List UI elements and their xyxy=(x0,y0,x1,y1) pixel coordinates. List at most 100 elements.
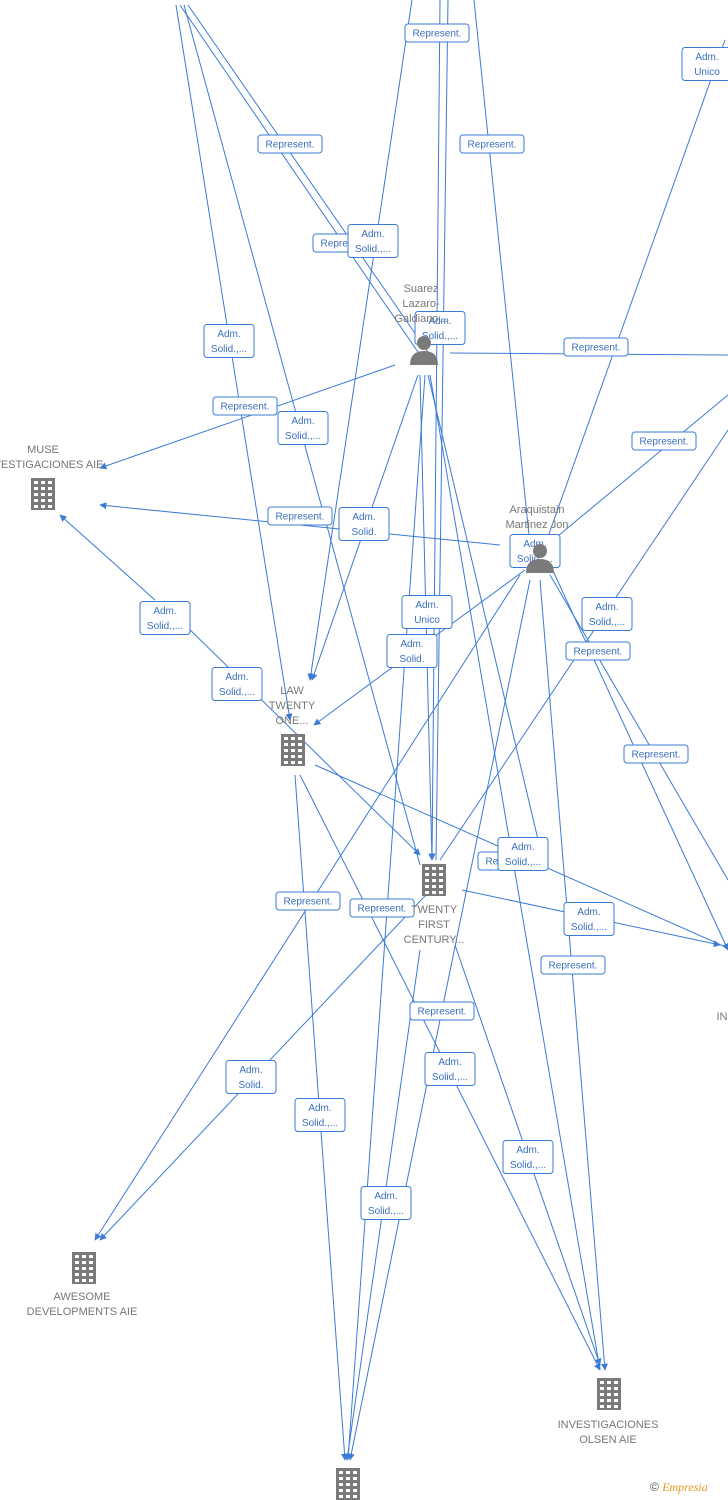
edge-label[interactable]: Represent. xyxy=(267,506,333,526)
edge-label-text: Adm. xyxy=(374,1191,397,1202)
edge-label[interactable]: Adm.Solid.,... xyxy=(203,324,255,358)
edge-label[interactable]: Adm.Solid.,... xyxy=(347,224,399,258)
edge-line xyxy=(429,374,601,1371)
node-name: LAW xyxy=(280,685,304,697)
edge-label-box xyxy=(623,744,689,764)
building-icon xyxy=(281,734,305,766)
edge-label[interactable]: Adm.Solid. xyxy=(225,1060,277,1094)
building-icon xyxy=(31,478,55,510)
edge-label-text: Solid. xyxy=(351,527,376,538)
node-name: ONE... xyxy=(275,715,308,727)
edge-label-text: Adm. xyxy=(511,842,534,853)
edge-label-text: Solid.,... xyxy=(510,1160,546,1171)
nodes: MUSEINVESTIGACIONES AIE LAW TWENTY ONE... TW… xyxy=(0,283,728,1500)
edge-line xyxy=(473,0,531,546)
edge-label[interactable]: Represent. xyxy=(257,134,323,154)
edge-label-box xyxy=(631,431,697,451)
edge-label-box xyxy=(360,1186,412,1220)
node-muse[interactable]: MUSEINVESTIGACIONES AIE xyxy=(0,444,104,510)
edge-label-text: Represent. xyxy=(574,647,623,658)
edge-label[interactable]: Represent. xyxy=(565,641,631,661)
node-name: INVESTIGACIONES AIE xyxy=(0,459,104,471)
edge-label-box xyxy=(540,955,606,975)
node-name: OLSEN AIE xyxy=(579,1434,636,1446)
edge-label-box xyxy=(401,595,453,629)
edge-label[interactable]: Adm.Solid. xyxy=(386,634,438,668)
edge-label-text: Represent. xyxy=(549,961,598,972)
edge-label[interactable]: Represent. xyxy=(275,891,341,911)
edge-label-text: Solid. xyxy=(238,1080,263,1091)
edge-label[interactable]: Adm. Solid.,... xyxy=(497,837,549,871)
edge-label[interactable]: Represent. xyxy=(349,898,415,918)
edge-label[interactable]: Adm.Solid.,... xyxy=(277,411,329,445)
copyright-symbol: © xyxy=(650,1480,659,1494)
edge-label-text: Solid.,... xyxy=(368,1206,404,1217)
edge-label[interactable]: Represent. xyxy=(540,955,606,975)
edge-line xyxy=(59,514,156,601)
edge-label[interactable]: Adm. Solid.,... xyxy=(360,1186,412,1220)
node-twenty[interactable]: TWENTYFIRSTCENTURY... xyxy=(404,864,465,946)
edge-label-text: Unico xyxy=(414,615,440,626)
edge-label-text: Solid.,... xyxy=(505,857,541,868)
edge-line xyxy=(187,4,431,356)
node-name: INVESTIGACIONES xyxy=(558,1419,659,1431)
edge-label-text: Adm. xyxy=(361,229,384,240)
edge-label-text: Adm. xyxy=(516,1145,539,1156)
edge-label-box xyxy=(414,311,466,345)
node-name: TWENTY xyxy=(269,700,316,712)
edge-label[interactable]: Represent. xyxy=(404,23,470,43)
edge-label-box xyxy=(409,1001,475,1021)
edge-label-box xyxy=(139,601,191,635)
edge-label-text: Represent. xyxy=(413,29,462,40)
edge-label[interactable]: Adm.Unico xyxy=(681,47,728,81)
edge-label-text: Adm. xyxy=(438,1057,461,1068)
edge-label[interactable]: Represent. xyxy=(631,431,697,451)
building-icon xyxy=(336,1468,360,1500)
edge-label-text: Represent. xyxy=(418,1007,467,1018)
edge-line xyxy=(179,4,421,356)
edge-label[interactable]: Adm.Unico xyxy=(401,595,453,629)
edge-label[interactable]: Adm. Solid.,... xyxy=(502,1140,554,1174)
edge-line xyxy=(534,394,728,556)
edge-label[interactable]: Represent. xyxy=(409,1001,475,1021)
edge-line xyxy=(99,364,396,470)
edge-line xyxy=(549,574,728,881)
edge-label-box xyxy=(203,324,255,358)
node-name: CENTURY... xyxy=(404,934,465,946)
edge-label-text: Adm. xyxy=(352,512,375,523)
edge-label[interactable]: Adm.Solid.,... xyxy=(424,1052,476,1086)
node-name: Araquistain xyxy=(509,504,564,516)
edge-label[interactable]: Adm.Solid.,... xyxy=(414,311,466,345)
edge-label-text: Solid.,... xyxy=(589,617,625,628)
edge-label[interactable]: Adm.Solid.,... xyxy=(581,597,633,631)
edge-label-text: Unico xyxy=(694,67,720,78)
edge-label[interactable]: Adm.Solid.,... xyxy=(139,601,191,635)
node-bottom[interactable] xyxy=(336,1468,360,1500)
edge-label-box xyxy=(459,134,525,154)
brand-logo[interactable]: Empresia xyxy=(662,1480,708,1494)
edge-line xyxy=(539,579,608,1371)
edge-label[interactable]: Adm.Solid.,... xyxy=(211,667,263,701)
node-law21[interactable]: LAW TWENTY ONE... xyxy=(269,685,316,766)
edge-label[interactable]: Represent. xyxy=(563,337,629,357)
edge-label[interactable]: Adm.Solid.,... xyxy=(563,902,615,936)
edge-label-box xyxy=(502,1140,554,1174)
edge-label[interactable]: Represent. xyxy=(623,744,689,764)
edge-label[interactable]: Adm.Solid.,... xyxy=(294,1098,346,1132)
edge-label-text: Solid.,... xyxy=(147,621,183,632)
edge-label[interactable]: Represent. xyxy=(459,134,525,154)
edge-label[interactable]: Represent. xyxy=(212,396,278,416)
node-right_in[interactable]: IN xyxy=(717,924,728,1023)
node-olsen[interactable]: INVESTIGACIONES OLSEN AIE xyxy=(558,1378,659,1446)
edge-label-box xyxy=(386,634,438,668)
edge-line xyxy=(175,4,293,721)
edge-label-text: Solid.,... xyxy=(517,554,553,565)
node-suarez[interactable]: SuarezLazaro-Galdiano... xyxy=(394,283,448,365)
edge-label-text: Solid.,... xyxy=(302,1118,338,1129)
edges xyxy=(59,0,728,1461)
edge-label-text: Adm. xyxy=(291,416,314,427)
edge-label[interactable]: Adm. Solid. xyxy=(338,507,390,541)
